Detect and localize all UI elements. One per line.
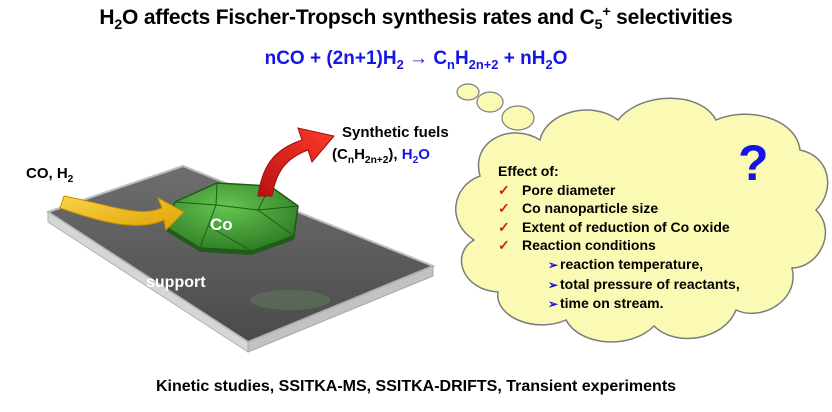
- thought-cloud: [455, 83, 829, 343]
- title-c-superscript: +: [602, 4, 611, 20]
- methods-footer: Kinetic studies, SSITKA-MS, SSITKA-DRIFT…: [155, 378, 677, 395]
- condition-label: time on stream.: [560, 295, 664, 312]
- sub-list-item: ➢reaction temperature,: [498, 255, 740, 275]
- products-label-line1: Synthetic fuels: [342, 124, 449, 141]
- page-title: H2O affects Fischer-Tropsch synthesis ra…: [0, 4, 832, 34]
- sub-list-item: ➢total pressure of reactants,: [498, 275, 740, 295]
- equation-sub-3: 2n+2: [468, 56, 499, 72]
- equation-part-5: O: [552, 48, 568, 69]
- effects-list: Effect of: ✓ Pore diameter ✓ Co nanopartic…: [498, 162, 740, 314]
- product-arrow-icon: [257, 127, 335, 197]
- products-sub-1: n: [347, 155, 355, 166]
- products-part-3: ),: [388, 146, 402, 163]
- products-part-1: (C: [332, 146, 348, 163]
- bullet-arrow-icon: ➢: [548, 257, 559, 272]
- title-text: O affects Fischer-Tropsch synthesis rate…: [122, 6, 595, 29]
- list-item: ✓ Co nanoparticle size: [498, 199, 740, 218]
- effect-label: Pore diameter: [522, 181, 616, 198]
- equation-sub-4: 2: [545, 56, 553, 72]
- reactants-text: CO, H: [26, 165, 68, 182]
- bullet-arrow-icon: ➢: [548, 297, 559, 312]
- effect-label: Extent of reduction of Co oxide: [522, 218, 730, 235]
- equation-part-3: H: [454, 48, 469, 69]
- equation-sub-2: n: [447, 56, 455, 72]
- bullet-arrow-icon: ➢: [548, 277, 559, 292]
- question-mark: ?: [738, 135, 769, 191]
- effect-label: Reaction conditions: [522, 237, 656, 254]
- condition-label: total pressure of reactants,: [560, 275, 740, 292]
- title-c-subscript: 5: [594, 17, 603, 34]
- title-h-subscript: 2: [114, 17, 123, 34]
- reactants-subscript: 2: [67, 174, 74, 185]
- check-icon: ✓: [498, 237, 510, 254]
- effects-heading: Effect of:: [498, 163, 559, 179]
- equation-part-2: → C: [403, 48, 448, 69]
- cobalt-label: Co: [210, 215, 233, 234]
- list-item: ✓ Reaction conditions: [498, 236, 740, 255]
- check-icon: ✓: [498, 200, 510, 217]
- equation-sub-1: 2: [396, 56, 404, 72]
- reactants-label: CO, H2: [26, 165, 74, 185]
- title-tail: selectivities: [610, 6, 733, 29]
- products-sub-2: 2n+2: [364, 155, 389, 166]
- list-item: ✓ Pore diameter: [498, 181, 740, 200]
- water-h: H: [401, 146, 413, 163]
- reaction-equation: nCO + (2n+1)H2 → CnH2n+2 + nH2O: [0, 48, 832, 72]
- reactant-arrow-icon: [59, 195, 185, 232]
- check-icon: ✓: [498, 181, 510, 198]
- sub-list-item: ➢time on stream.: [498, 294, 740, 314]
- water-o: O: [418, 146, 430, 163]
- co-nanoparticle: [165, 182, 299, 255]
- support-label: support: [146, 274, 206, 291]
- products-part-2: H: [354, 146, 365, 163]
- check-icon: ✓: [498, 218, 510, 235]
- condition-label: reaction temperature,: [560, 255, 704, 272]
- equation-part-1: nCO + (2n+1)H: [264, 48, 397, 69]
- water-subscript: 2: [412, 155, 419, 166]
- list-item: ✓ Extent of reduction of Co oxide: [498, 218, 740, 237]
- effect-label: Co nanoparticle size: [522, 200, 659, 217]
- title-h: H: [99, 6, 115, 29]
- products-water: H2O: [401, 146, 430, 166]
- equation-part-4: + nH: [498, 48, 546, 69]
- products-label-line2: (CnH2n+2), H2O: [332, 146, 430, 166]
